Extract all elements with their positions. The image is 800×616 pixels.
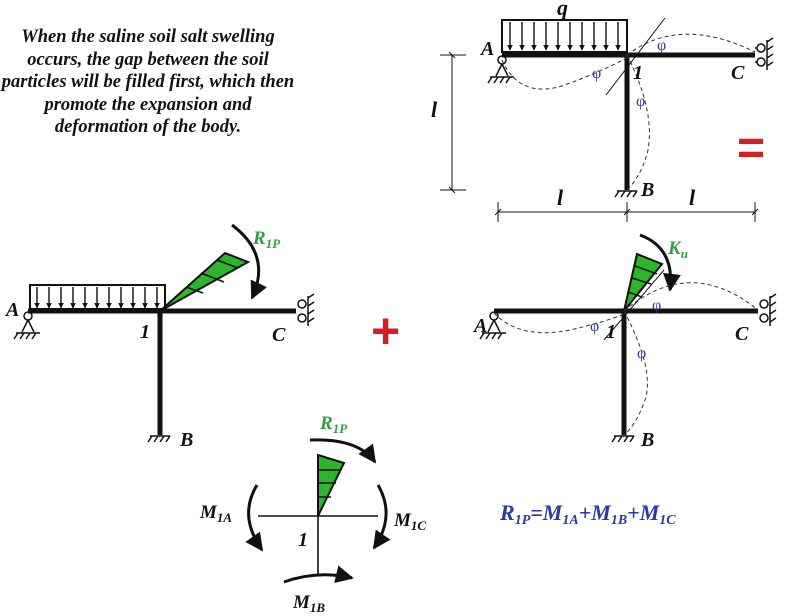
hatch-lines bbox=[627, 265, 658, 298]
moment-arrow-r1p bbox=[231, 223, 267, 300]
pin-support-a bbox=[479, 311, 506, 340]
phi-label: φ bbox=[657, 37, 666, 54]
caption-text: When the saline soil salt swelling occur… bbox=[1, 27, 295, 138]
deflected-shape bbox=[501, 33, 756, 191]
node-label-1: 1 bbox=[298, 529, 308, 551]
moment-label-r1p: R1P bbox=[319, 413, 348, 436]
label-b: B bbox=[640, 179, 654, 201]
dimension-lines bbox=[440, 51, 759, 222]
deflected-shape bbox=[493, 282, 759, 436]
label-a: A bbox=[479, 38, 494, 60]
restraint-moment-diagram bbox=[159, 251, 251, 312]
label-b: B bbox=[640, 429, 654, 451]
moment-arrow-m1b bbox=[283, 565, 354, 584]
moment-diagram-r1p bbox=[317, 453, 346, 517]
frame-restrained-load: R1P A C 1 B bbox=[4, 223, 315, 451]
sliding-support-c bbox=[759, 293, 777, 326]
phi-label: φ bbox=[590, 318, 599, 335]
equals-sign: = bbox=[737, 122, 765, 175]
moment-arrow-m1a bbox=[245, 484, 264, 552]
distributed-load-box bbox=[501, 19, 628, 53]
phi-label: φ bbox=[636, 93, 645, 110]
node-equilibrium: R1P M1A M1C M1B 1 bbox=[199, 413, 426, 615]
fixed-support-b bbox=[611, 435, 635, 443]
label-a: A bbox=[472, 315, 487, 337]
rotation-tangent bbox=[605, 17, 666, 96]
equilibrium-equation: R1P=M1A+M1B+M1C bbox=[499, 500, 676, 528]
label-b: B bbox=[179, 429, 193, 451]
moment-diagram-ku bbox=[623, 252, 664, 312]
dim-label-right: l bbox=[689, 185, 696, 210]
load-arrows bbox=[507, 22, 621, 51]
fixed-support-b bbox=[147, 435, 171, 443]
moment-arrow-m1c bbox=[372, 484, 391, 550]
moment-label-r1p: R1P bbox=[252, 228, 281, 251]
plus-sign: + bbox=[371, 303, 400, 359]
load-label-q: q bbox=[557, 0, 568, 20]
moment-label-m1c: M1C bbox=[393, 510, 426, 533]
sliding-support-c bbox=[297, 293, 315, 326]
frame-original: l l l q A C B 1 φ φ φ bbox=[431, 0, 774, 222]
label-c: C bbox=[735, 323, 749, 345]
moment-label-m1b: M1B bbox=[292, 592, 325, 615]
phi-label: φ bbox=[592, 65, 601, 82]
node-label-1: 1 bbox=[140, 321, 150, 343]
frame-rotation: Ku A C 1 B φ φ φ bbox=[472, 233, 777, 451]
pin-support-a bbox=[13, 311, 40, 340]
label-a: A bbox=[4, 299, 19, 321]
node-label-1: 1 bbox=[633, 62, 643, 84]
sliding-support-c bbox=[755, 37, 774, 70]
hatch-lines bbox=[185, 259, 239, 294]
pin-support-a bbox=[487, 55, 514, 84]
label-c: C bbox=[272, 324, 286, 346]
moment-label-ku: Ku bbox=[667, 238, 688, 261]
phi-label: φ bbox=[652, 297, 661, 314]
rotation-tangent bbox=[603, 269, 665, 341]
node-label-1: 1 bbox=[606, 321, 616, 343]
moment-arrow-r1p bbox=[309, 438, 377, 464]
load-arrows bbox=[34, 287, 160, 309]
phi-label: φ bbox=[637, 345, 646, 362]
moment-label-m1a: M1A bbox=[199, 502, 232, 525]
hatch-lines bbox=[318, 469, 340, 498]
dim-label-vertical: l bbox=[431, 97, 438, 122]
label-c: C bbox=[731, 62, 745, 84]
moment-arrow-ku bbox=[639, 233, 681, 292]
fixed-support-b bbox=[614, 190, 638, 198]
dim-label-left: l bbox=[557, 185, 564, 210]
